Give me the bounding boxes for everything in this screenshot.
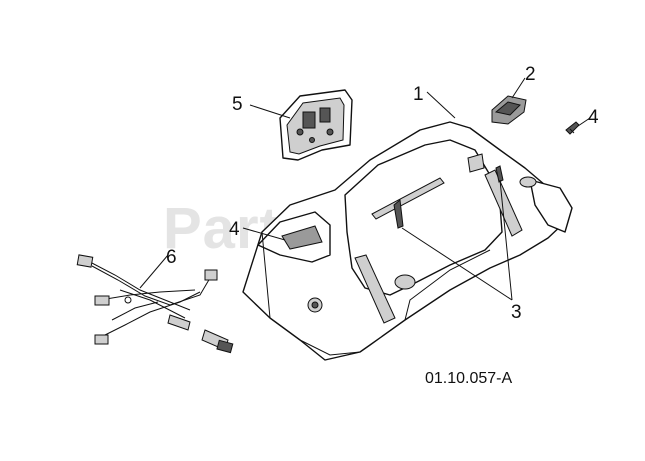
callout-4-left: 4 [229,219,240,240]
callout-1: 1 [413,84,424,105]
callout-6: 6 [166,247,177,268]
part-4-screw-right[interactable] [565,121,580,135]
diagram-code: 01.10.057-A [425,370,513,387]
callout-2: 2 [525,64,536,85]
part-6-wiring-harness[interactable] [76,254,234,354]
callout-3: 3 [511,302,522,323]
callout-4-right: 4 [588,107,599,128]
leader-lines [139,77,591,301]
part-2-switch[interactable] [491,95,527,125]
part-5-instrument-plate[interactable] [279,89,353,161]
callout-5: 5 [232,94,243,115]
part-1-dash-panel[interactable] [242,121,573,361]
